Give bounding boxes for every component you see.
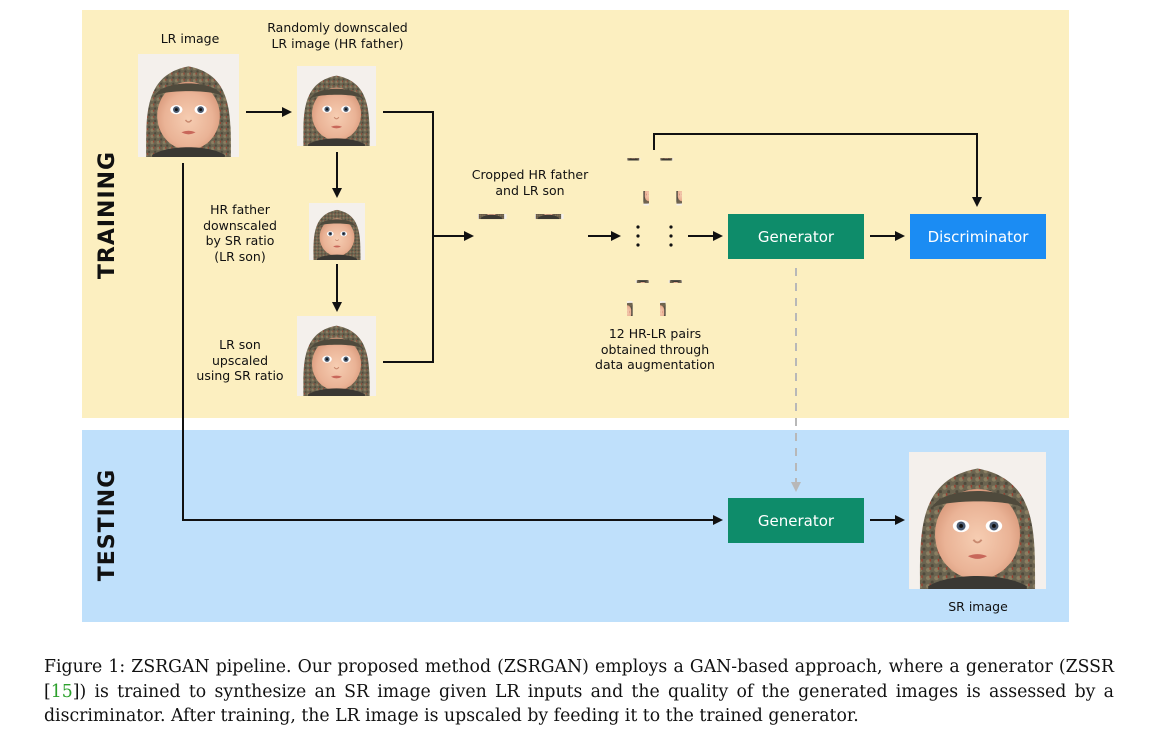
discriminator-box: Discriminator — [910, 214, 1046, 259]
figure-caption: Figure 1: ZSRGAN pipeline. Our proposed … — [44, 655, 1114, 729]
pair-patch — [660, 158, 682, 180]
arrow-pairs-to-discriminator — [653, 133, 982, 207]
lr-son-upscaled-image — [297, 316, 376, 396]
pair-patch — [660, 294, 682, 316]
caption-ref-link[interactable]: 15 — [50, 681, 73, 702]
lr-image-label: LR image — [160, 31, 220, 46]
pair-patch — [627, 261, 649, 283]
training-panel — [82, 10, 1069, 418]
hr-father-image — [297, 66, 376, 146]
generator-test-box: Generator — [728, 498, 864, 543]
sr-image-label: SR image — [948, 599, 1008, 614]
pairs-label: 12 HR-LR pairs obtained through data aug… — [595, 326, 715, 372]
caption-text-1: Figure 1: ZSRGAN pipeline. Our proposed … — [44, 657, 1114, 702]
pair-ellipsis — [636, 225, 673, 247]
pair-patch — [660, 261, 682, 283]
pair-patch — [627, 158, 649, 180]
generator-train-box: Generator — [728, 214, 864, 259]
lr-son-image — [309, 203, 365, 260]
pair-patch — [627, 294, 649, 316]
hr-father-label: Randomly downscaled LR image (HR father) — [267, 20, 408, 51]
sr-image — [909, 452, 1046, 589]
crop-hr-father — [478, 214, 525, 260]
lr-son-label: HR father downscaled by SR ratio (LR son… — [203, 202, 277, 264]
crop-lr-son — [535, 214, 582, 260]
testing-panel — [82, 430, 1069, 622]
bracket-father — [383, 111, 434, 363]
caption-text-2: ]) is trained to synthesize an SR image … — [44, 681, 1114, 727]
pair-patch — [660, 191, 682, 213]
lr-image — [138, 54, 239, 157]
lr-son-upscaled-label: LR son upscaled using SR ratio — [196, 337, 284, 383]
pair-patch — [627, 191, 649, 213]
cropped-label: Cropped HR father and LR son — [471, 167, 589, 198]
arrow-lr-to-test-generator — [182, 163, 723, 525]
